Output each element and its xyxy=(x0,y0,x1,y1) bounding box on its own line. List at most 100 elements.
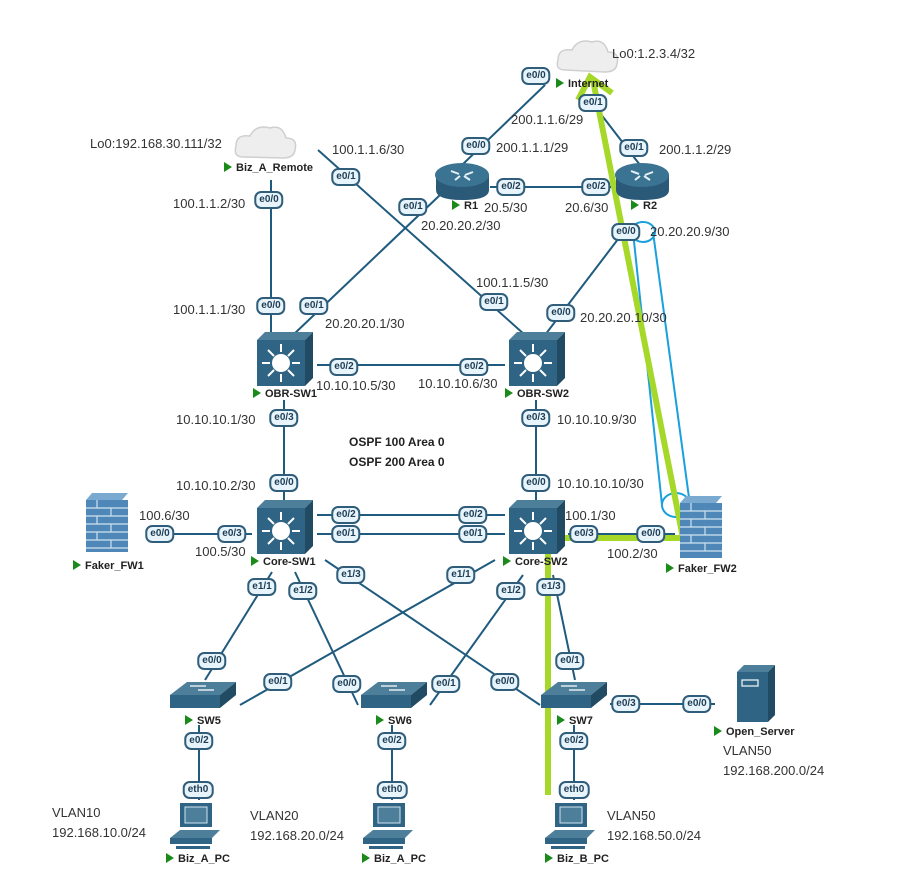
pc-icon[interactable] xyxy=(545,803,595,849)
port-badge[interactable]: e0/0 xyxy=(256,297,286,315)
ip-label: 100.1/30 xyxy=(565,508,616,523)
switch-icon[interactable] xyxy=(170,682,236,708)
play-icon xyxy=(185,715,193,725)
play-icon xyxy=(362,853,370,863)
port-badge[interactable]: e0/2 xyxy=(559,732,589,750)
port-badge[interactable]: e0/3 xyxy=(521,409,551,427)
node-label-pc3[interactable]: Biz_B_PC xyxy=(545,853,609,866)
port-badge[interactable]: e0/3 xyxy=(569,525,599,543)
ip-label: 100.2/30 xyxy=(607,546,658,561)
port-badge[interactable]: e0/1 xyxy=(398,198,428,216)
node-label-sw6[interactable]: SW6 xyxy=(376,715,412,728)
firewall-icon[interactable] xyxy=(680,496,722,558)
router-icon[interactable] xyxy=(435,163,489,200)
play-icon xyxy=(505,388,513,398)
port-badge[interactable]: e0/2 xyxy=(377,732,407,750)
switch-icon[interactable] xyxy=(361,682,427,708)
port-badge[interactable]: e1/2 xyxy=(496,582,526,600)
port-badge[interactable]: e0/0 xyxy=(636,525,666,543)
port-badge[interactable]: e0/2 xyxy=(459,358,489,376)
port-badge[interactable]: eth0 xyxy=(558,781,590,799)
port-badge[interactable]: e0/1 xyxy=(263,673,293,691)
l3-switch-icon[interactable] xyxy=(509,500,565,554)
cloud-icon xyxy=(556,40,619,73)
port-badge[interactable]: e0/0 xyxy=(611,223,641,241)
port-badge[interactable]: e0/1 xyxy=(299,297,329,315)
port-badge[interactable]: e1/1 xyxy=(247,578,277,596)
node-label-faker-fw2[interactable]: Faker_FW2 xyxy=(666,563,737,576)
port-badge[interactable]: e0/0 xyxy=(682,695,712,713)
node-label-obr-sw2[interactable]: OBR-SW2 xyxy=(505,388,569,401)
port-badge[interactable]: e0/3 xyxy=(217,525,247,543)
node-label-r1[interactable]: R1 xyxy=(452,200,478,213)
port-badge[interactable]: e0/2 xyxy=(496,178,526,196)
server-vlan: VLAN50 xyxy=(723,743,772,758)
pc3-subnet: 192.168.50.0/24 xyxy=(607,828,701,843)
port-badge[interactable]: e0/1 xyxy=(578,94,608,112)
ospf-annotation-line2: OSPF 200 Area 0 xyxy=(349,455,445,469)
pc2-vlan: VLAN20 xyxy=(250,808,299,823)
node-label-sw7[interactable]: SW7 xyxy=(557,715,593,728)
node-label-core-sw2[interactable]: Core-SW2 xyxy=(503,556,568,569)
port-badge[interactable]: e0/2 xyxy=(581,178,611,196)
port-badge[interactable]: e0/0 xyxy=(461,137,491,155)
port-badge[interactable]: e0/0 xyxy=(521,67,551,85)
port-badge[interactable]: e0/1 xyxy=(555,652,585,670)
port-badge[interactable]: e0/0 xyxy=(546,304,576,322)
port-badge[interactable]: e1/1 xyxy=(446,566,476,584)
port-badge[interactable]: e0/0 xyxy=(145,525,175,543)
node-label-sw5[interactable]: SW5 xyxy=(185,715,221,728)
port-badge[interactable]: e1/3 xyxy=(536,578,566,596)
pc2-subnet: 192.168.20.0/24 xyxy=(250,828,344,843)
firewall-icon[interactable] xyxy=(86,493,128,552)
ip-label: 100.6/30 xyxy=(139,508,190,523)
router-icon[interactable] xyxy=(615,163,669,200)
port-badge[interactable]: e0/2 xyxy=(184,732,214,750)
server-icon[interactable] xyxy=(737,665,775,722)
port-badge[interactable]: e0/1 xyxy=(619,139,649,157)
pc1-vlan: VLAN10 xyxy=(52,805,101,820)
port-badge[interactable]: e0/3 xyxy=(611,695,641,713)
node-label-open-server[interactable]: Open_Server xyxy=(714,726,794,739)
port-badge[interactable]: e0/1 xyxy=(331,168,361,186)
port-badge[interactable]: eth0 xyxy=(182,781,214,799)
port-badge[interactable]: e0/2 xyxy=(329,358,359,376)
node-label-core-sw1[interactable]: Core-SW1 xyxy=(251,556,316,569)
port-badge[interactable]: e0/0 xyxy=(254,191,284,209)
port-badge[interactable]: e0/0 xyxy=(269,474,299,492)
ip-label: 20.20.20.9/30 xyxy=(650,224,730,239)
play-icon xyxy=(73,560,81,570)
pc-icon[interactable] xyxy=(363,803,413,849)
port-badge[interactable]: e0/1 xyxy=(479,293,509,311)
node-label-faker-fw1[interactable]: Faker_FW1 xyxy=(73,560,144,573)
play-icon xyxy=(376,715,384,725)
ip-label: 100.1.1.6/30 xyxy=(332,142,405,157)
port-badge[interactable]: eth0 xyxy=(376,781,408,799)
port-badge[interactable]: e0/1 xyxy=(331,525,361,543)
node-label-internet[interactable]: Internet xyxy=(556,78,608,91)
play-icon xyxy=(714,726,722,736)
ip-label: 100.1.1.1/30 xyxy=(173,302,246,317)
port-badge[interactable]: e1/3 xyxy=(336,566,366,584)
pc-icon[interactable] xyxy=(170,803,220,849)
port-badge[interactable]: e0/1 xyxy=(431,675,461,693)
port-badge[interactable]: e1/2 xyxy=(288,582,318,600)
node-label-biz-a-remote[interactable]: Biz_A_Remote xyxy=(224,162,313,175)
port-badge[interactable]: e0/0 xyxy=(521,474,551,492)
l3-switch-icon[interactable] xyxy=(509,332,565,386)
l3-switch-icon[interactable] xyxy=(257,500,313,554)
port-badge[interactable]: e0/2 xyxy=(458,506,488,524)
port-badge[interactable]: e0/1 xyxy=(458,525,488,543)
port-badge[interactable]: e0/0 xyxy=(490,673,520,691)
switch-icon[interactable] xyxy=(541,682,607,708)
port-badge[interactable]: e0/3 xyxy=(269,409,299,427)
l3-switch-icon[interactable] xyxy=(257,332,313,386)
port-badge[interactable]: e0/0 xyxy=(197,652,227,670)
port-badge[interactable]: e0/0 xyxy=(332,675,362,693)
ip-label: 200.1.1.2/29 xyxy=(659,142,732,157)
node-label-pc2[interactable]: Biz_A_PC xyxy=(362,853,426,866)
node-label-r2[interactable]: R2 xyxy=(631,200,657,213)
node-label-obr-sw1[interactable]: OBR-SW1 xyxy=(253,388,317,401)
port-badge[interactable]: e0/2 xyxy=(331,506,361,524)
node-label-pc1[interactable]: Biz_A_PC xyxy=(166,853,230,866)
